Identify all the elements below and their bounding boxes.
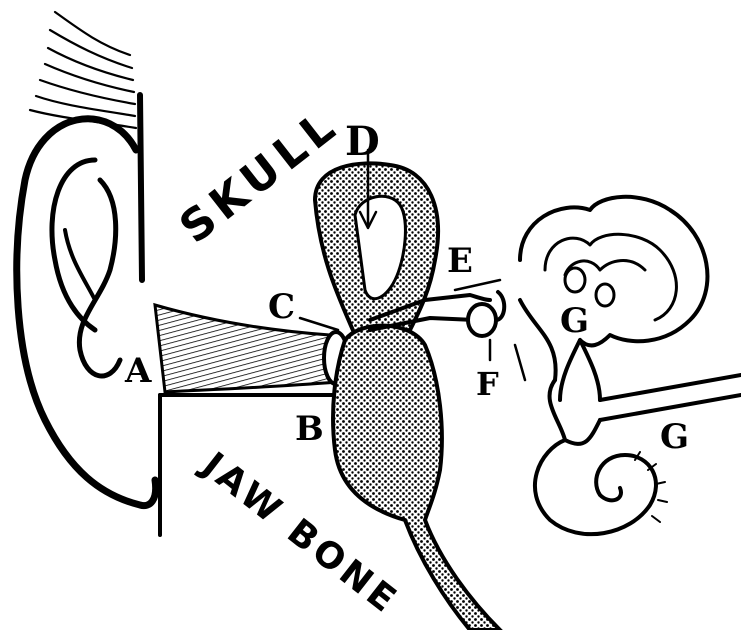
label-a: A	[124, 351, 152, 391]
label-g-lower: G	[660, 417, 689, 457]
label-g-upper: G	[560, 301, 589, 341]
label-b: B	[295, 409, 324, 449]
label-f: F	[476, 365, 499, 403]
inner-ear	[520, 197, 741, 534]
outer-ear	[17, 95, 156, 506]
middle-ear-cavity	[315, 163, 438, 335]
hair-lines	[30, 12, 136, 128]
label-d: D	[345, 118, 380, 165]
label-c: C	[268, 287, 295, 327]
label-e: E	[447, 241, 473, 281]
